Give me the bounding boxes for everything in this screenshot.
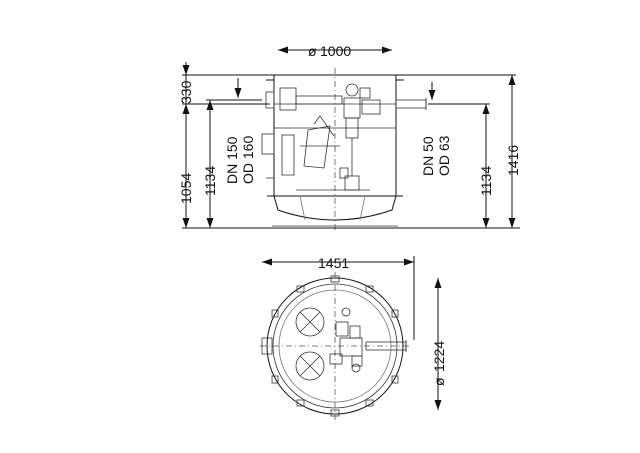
side-view: ø 1000 330 1054 1134 [178, 43, 521, 232]
dim-1000-label: 1000 [320, 43, 351, 59]
dim-1134-left-label: 1134 [202, 166, 218, 196]
outlet-label: DN 50 OD 63 [420, 82, 452, 176]
pump-assembly-top [295, 307, 363, 381]
diameter-symbol-top: ø [308, 43, 317, 59]
top-view: 1451 [260, 255, 447, 420]
dim-1416: 1416 [400, 74, 521, 228]
dim-1451-label: 1451 [318, 255, 349, 271]
dim-diameter-1224: ø 1224 [431, 278, 447, 410]
inlet-dn-label: DN 150 [224, 136, 240, 184]
dim-1416-label: 1416 [505, 145, 521, 176]
dim-1134-right: 1134 [428, 103, 494, 228]
tank-side-outline [266, 68, 404, 232]
inlet-label: DN 150 OD 160 [224, 78, 256, 184]
dim-1054: 1054 [178, 104, 194, 228]
dim-330-label: 330 [178, 80, 194, 104]
dim-diameter-1000: ø 1000 [278, 43, 392, 59]
tank-top-outline [260, 272, 410, 420]
dim-1224-label: 1224 [431, 341, 447, 372]
outlet-od-label: OD 63 [436, 135, 452, 176]
outlet-pipe [395, 98, 427, 110]
inlet-pipe [261, 91, 275, 179]
dim-1134-left: 1134 [202, 99, 262, 228]
diameter-symbol-bottom: ø [431, 377, 447, 386]
inlet-od-label: OD 160 [240, 136, 256, 184]
dim-1054-label: 1054 [178, 173, 194, 204]
dim-1134-right-label: 1134 [478, 166, 494, 196]
dim-1451: 1451 [262, 255, 415, 340]
top-view-pipes [261, 337, 407, 355]
pump-assembly [279, 83, 381, 191]
dim-330: 330 [178, 62, 270, 114]
outlet-dn-label: DN 50 [420, 136, 436, 176]
